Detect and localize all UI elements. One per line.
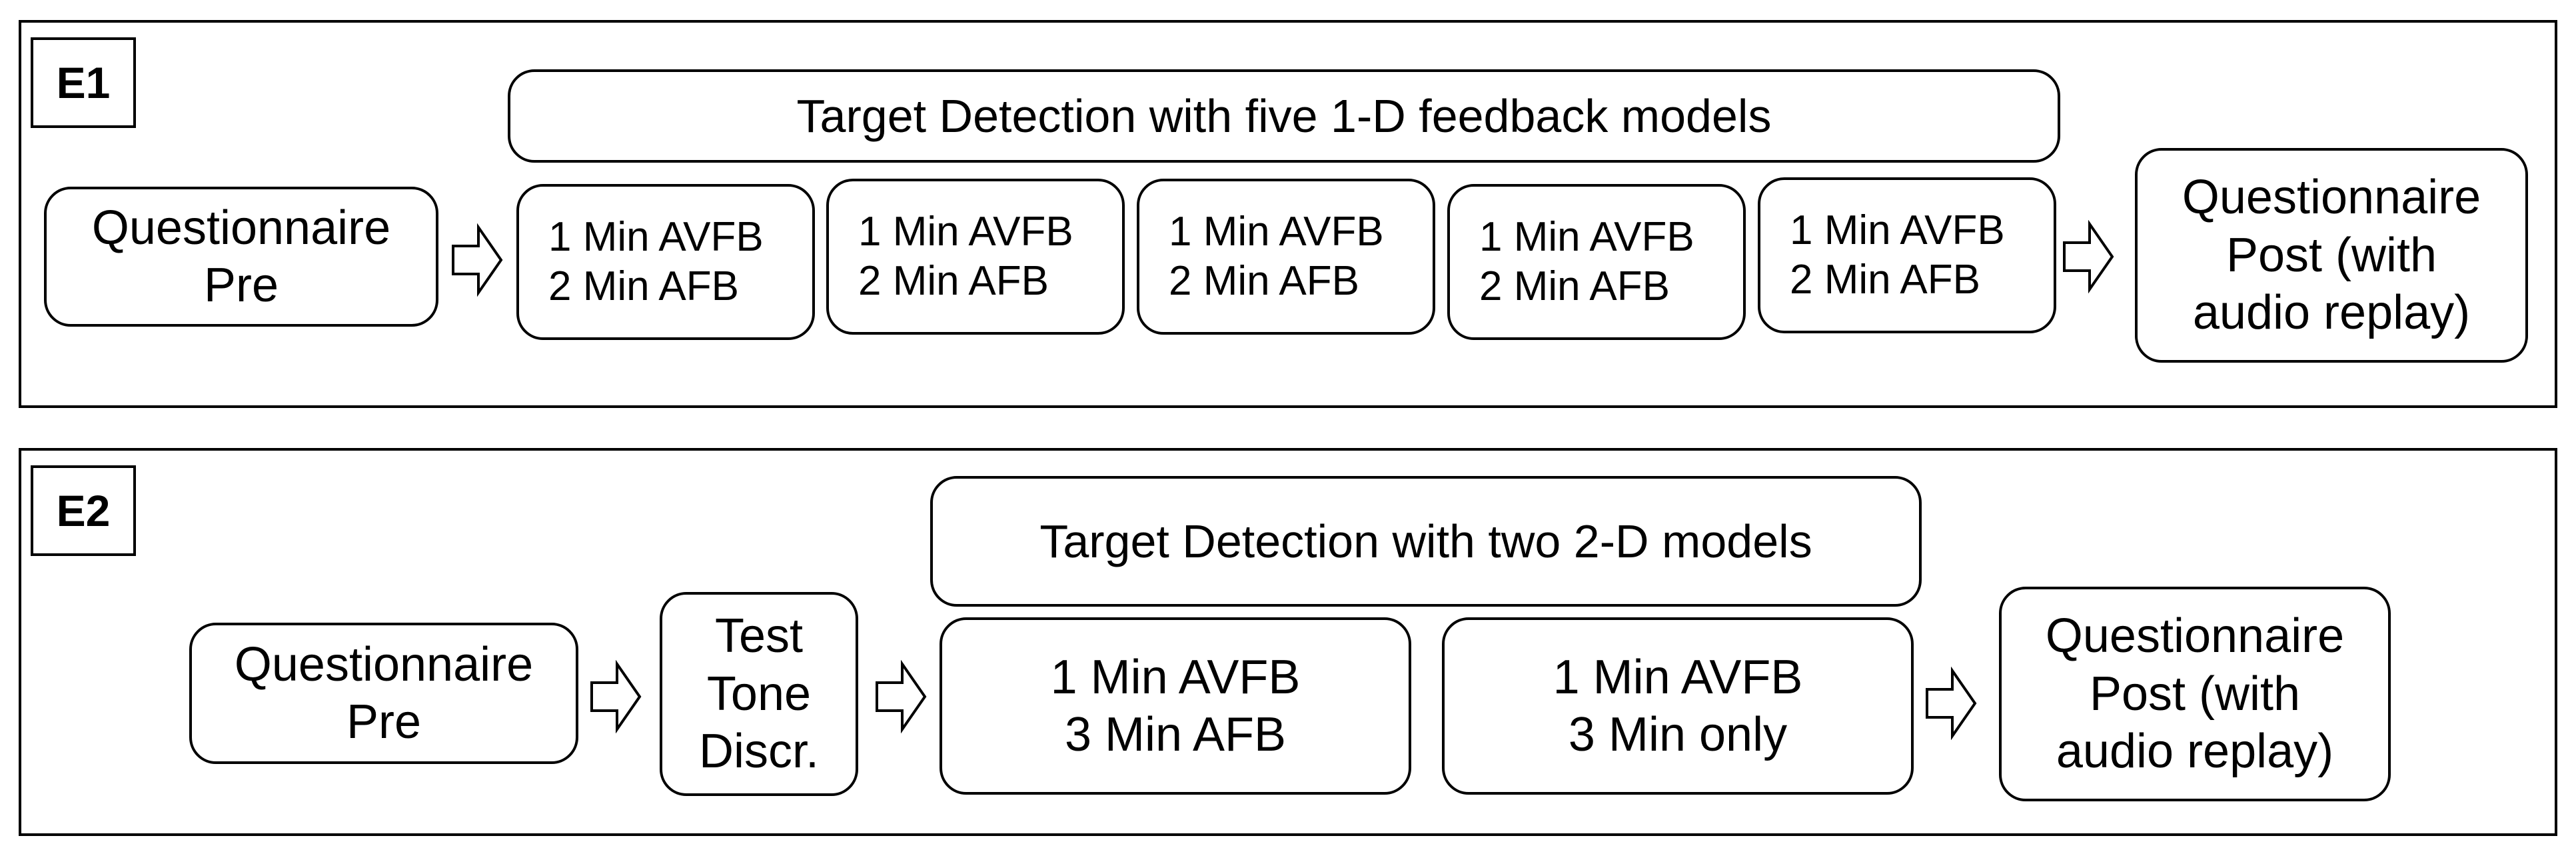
- e2-block-1-line-1: 1 Min AVFB: [1050, 650, 1301, 704]
- e1-block-4-line-1: 1 Min AVFB: [1479, 213, 1694, 260]
- e2-block-2-line-1: 1 Min AVFB: [1553, 650, 1803, 704]
- e1-pre-line-1: Questionnaire: [91, 201, 391, 255]
- e1-pre-line-2: Pre: [203, 259, 279, 312]
- e1-block-2: 1 Min AVFB 2 Min AFB: [826, 179, 1125, 335]
- e1-block-5: 1 Min AVFB 2 Min AFB: [1758, 177, 2056, 333]
- e1-header-box: Target Detection with five 1-D feedback …: [508, 69, 2060, 163]
- e2-post-line-1: Questionnaire: [2045, 609, 2345, 663]
- e1-block-3-line-1: 1 Min AVFB: [1169, 208, 1384, 255]
- arrow-right-icon: [1926, 667, 1977, 740]
- e1-block-5-line-2: 2 Min AFB: [1790, 257, 1980, 303]
- experiment-label-e1: E1: [31, 37, 136, 128]
- e1-block-2-line-2: 2 Min AFB: [858, 258, 1049, 304]
- e2-block-1: 1 Min AVFB 3 Min AFB: [940, 617, 1411, 795]
- e1-questionnaire-post: Questionnaire Post (with audio replay): [2135, 148, 2528, 363]
- experiment-label-e2: E2: [31, 465, 136, 556]
- e1-block-4-line-2: 2 Min AFB: [1479, 263, 1670, 309]
- e2-pre-line-1: Questionnaire: [234, 637, 534, 691]
- e2-test-tone-discrimination: Test Tone Discr.: [660, 592, 858, 796]
- e2-post-line-3: audio replay): [2056, 725, 2334, 779]
- e1-header-text: Target Detection with five 1-D feedback …: [796, 90, 1772, 142]
- e1-block-5-line-1: 1 Min AVFB: [1790, 207, 2005, 253]
- e1-block-3-line-2: 2 Min AFB: [1169, 258, 1359, 304]
- e2-header-text: Target Detection with two 2-D models: [1039, 515, 1812, 567]
- e1-post-line-3: audio replay): [2192, 286, 2471, 340]
- e2-block-2-line-2: 3 Min only: [1568, 708, 1788, 761]
- arrow-right-icon: [2063, 220, 2114, 293]
- e2-block-1-line-2: 3 Min AFB: [1064, 708, 1287, 761]
- e2-test-line-1: Test: [714, 609, 804, 663]
- e1-post-line-1: Questionnaire: [2182, 171, 2481, 225]
- e2-pre-line-2: Pre: [346, 695, 422, 749]
- e2-header-box: Target Detection with two 2-D models: [930, 476, 1922, 607]
- arrow-right-icon: [876, 660, 927, 733]
- e1-block-3: 1 Min AVFB 2 Min AFB: [1137, 179, 1435, 335]
- e1-block-2-line-1: 1 Min AVFB: [858, 208, 1073, 255]
- e1-block-1: 1 Min AVFB 2 Min AFB: [516, 184, 815, 340]
- e2-block-2: 1 Min AVFB 3 Min only: [1442, 617, 1914, 795]
- e1-block-1-line-2: 2 Min AFB: [548, 263, 739, 309]
- e2-test-line-3: Discr.: [699, 725, 819, 779]
- e1-post-line-2: Post (with: [2226, 228, 2437, 282]
- arrow-right-icon: [590, 660, 642, 733]
- e2-questionnaire-pre: Questionnaire Pre: [189, 623, 578, 764]
- e1-questionnaire-pre: Questionnaire Pre: [44, 187, 438, 327]
- arrow-right-icon: [452, 223, 503, 297]
- e2-questionnaire-post: Questionnaire Post (with audio replay): [1999, 587, 2391, 801]
- e1-block-1-line-1: 1 Min AVFB: [548, 213, 764, 260]
- e2-post-line-2: Post (with: [2089, 667, 2301, 721]
- e2-test-line-2: Tone: [706, 667, 812, 721]
- e1-block-4: 1 Min AVFB 2 Min AFB: [1447, 184, 1746, 340]
